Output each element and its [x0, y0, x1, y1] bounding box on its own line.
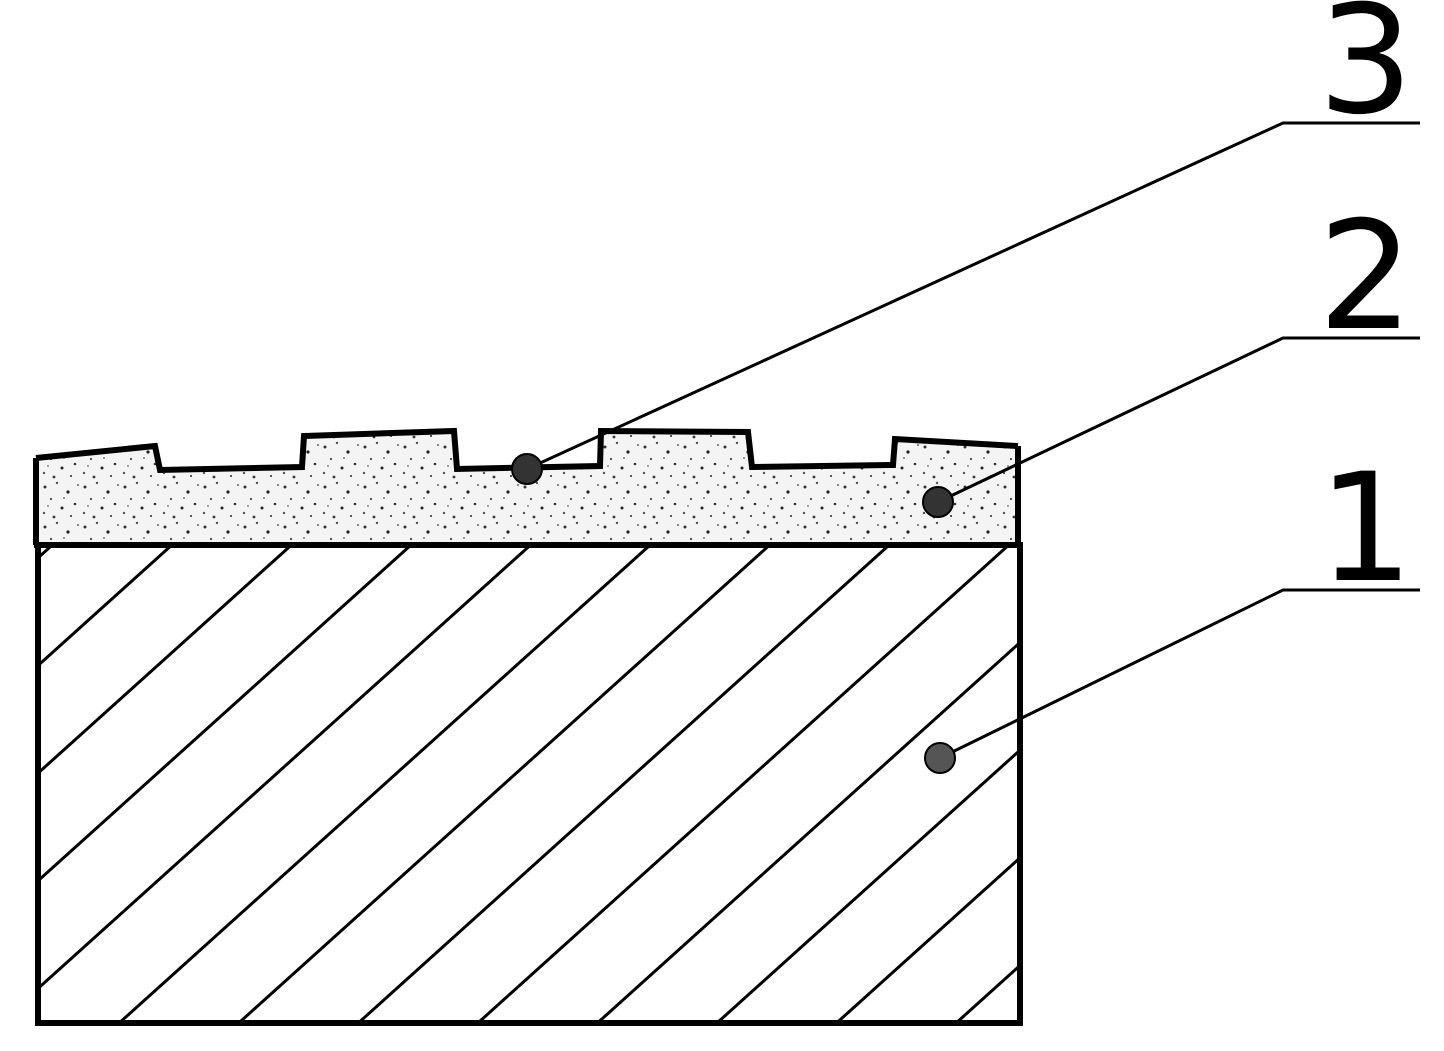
label-1: 1 — [1318, 442, 1413, 616]
label-3: 3 — [1318, 0, 1413, 148]
leader-line-2 — [922, 336, 1420, 518]
leader-line-3 — [511, 121, 1420, 485]
marker-dot-1 — [924, 742, 956, 774]
marker-dot-2 — [922, 486, 954, 518]
leader-line-1 — [924, 588, 1420, 774]
coating-layer — [33, 427, 1022, 548]
substrate-layer — [35, 542, 1023, 1026]
marker-dot-3 — [511, 453, 543, 485]
label-2: 2 — [1318, 190, 1413, 364]
